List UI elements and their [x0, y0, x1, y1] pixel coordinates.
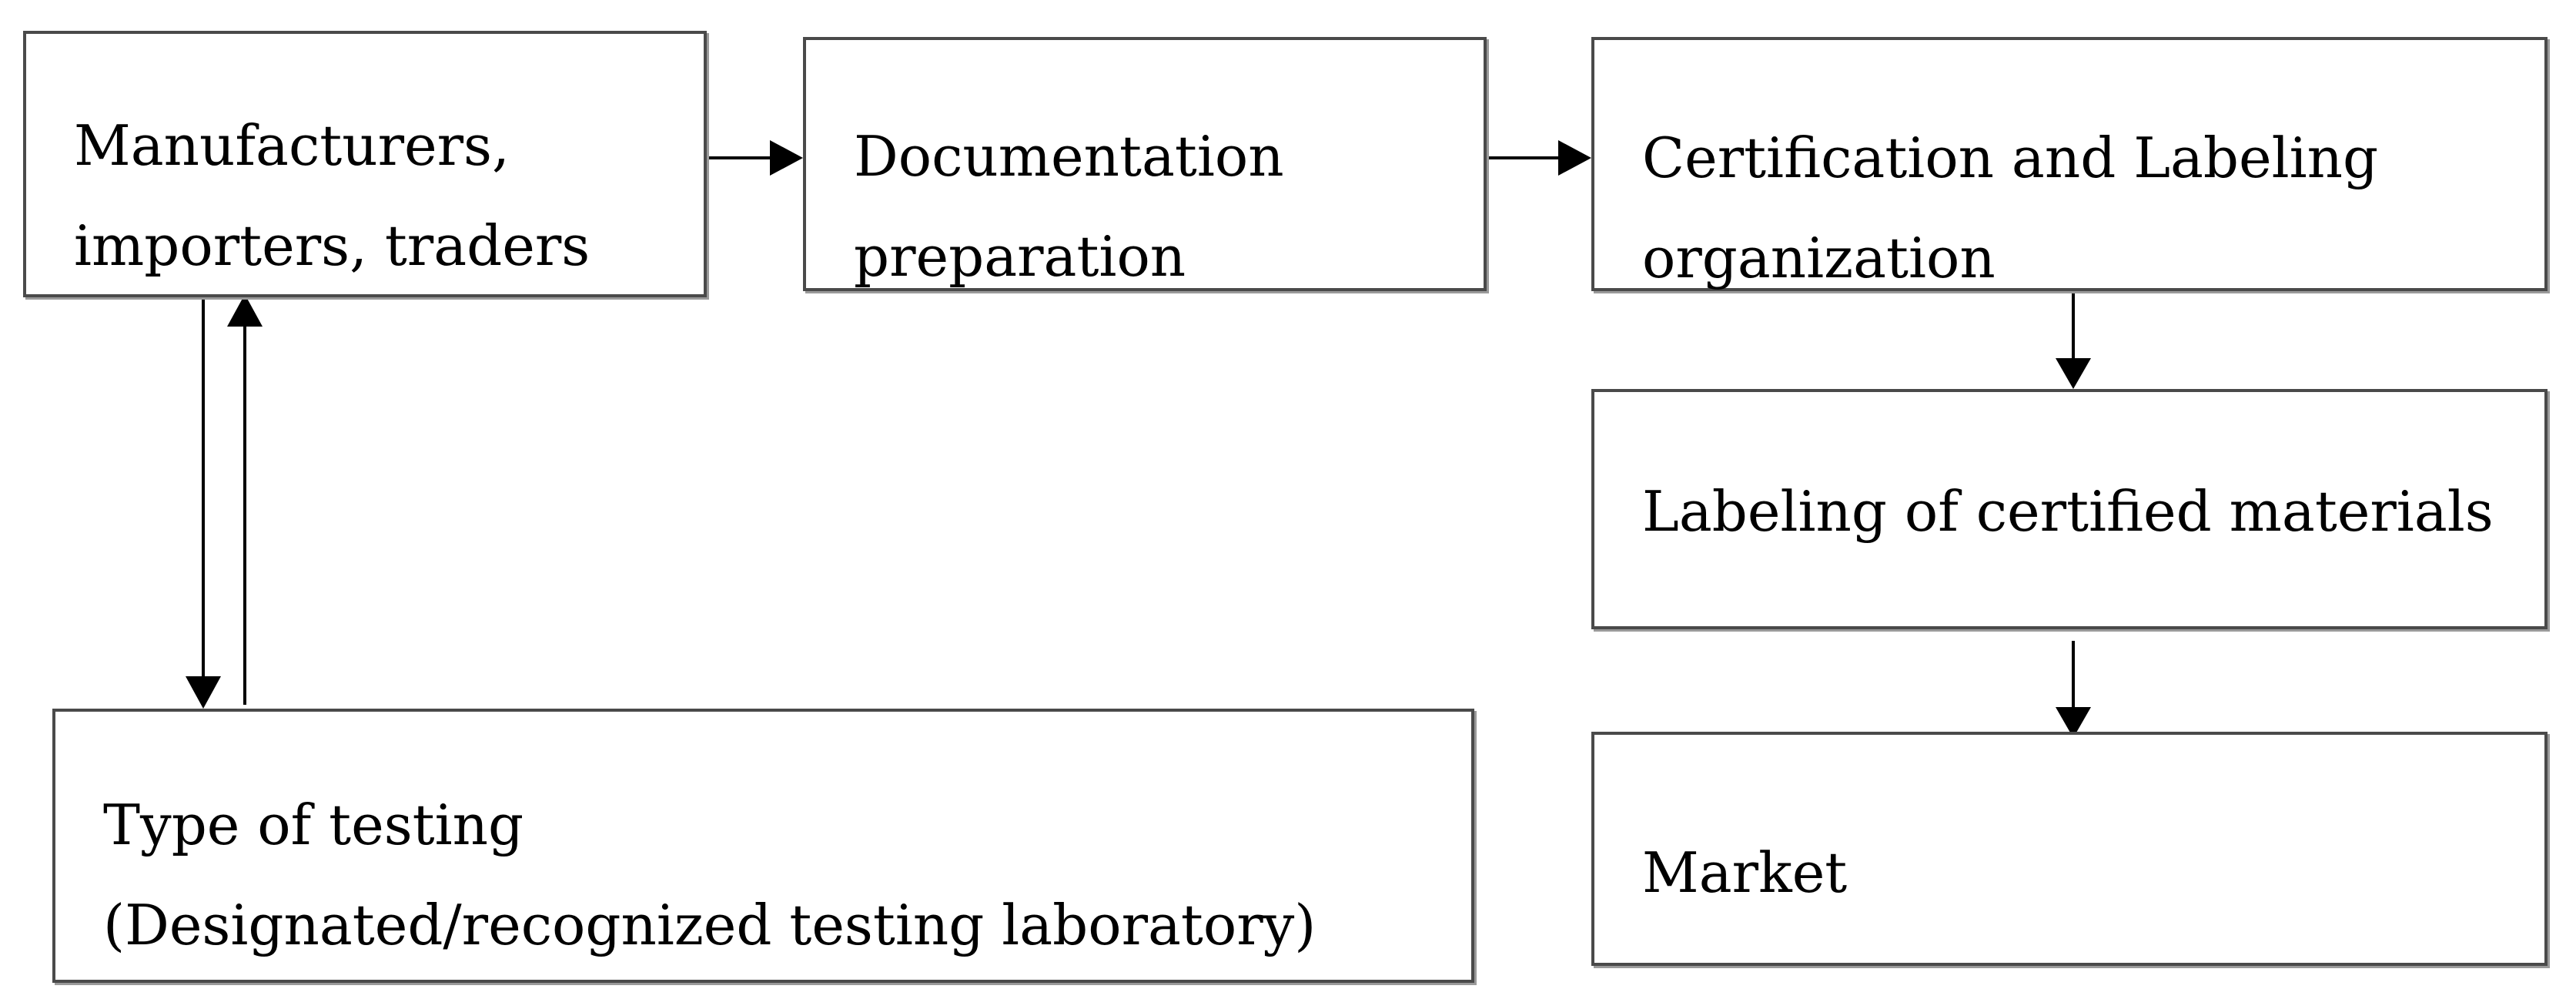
node-manufacturers-line-1: Manufacturers,	[74, 113, 510, 178]
node-documentation: Documentation preparation	[803, 37, 1487, 291]
node-documentation-line-2: preparation	[854, 224, 1186, 289]
arrow-certification-to-labeling	[2056, 291, 2091, 389]
node-testing-line-2: (Designated/recognized testing laborator…	[103, 893, 1316, 957]
arrow-labeling-to-market	[2056, 641, 2091, 738]
arrow-testing-to-manufacturers	[227, 294, 263, 705]
node-labeling: Labeling of certified materials	[1591, 389, 2548, 629]
node-manufacturers: Manufacturers, importers, traders	[23, 31, 707, 297]
node-market: Market	[1591, 732, 2548, 966]
node-testing-line-1: Type of testing	[103, 793, 524, 857]
node-market-line-1: Market	[1642, 840, 1848, 905]
arrow-documentation-to-certification	[1487, 140, 1591, 176]
node-documentation-line-1: Documentation	[854, 124, 1284, 189]
arrow-manufacturers-to-testing	[186, 297, 221, 709]
node-certification-line-2: organization	[1642, 226, 1996, 290]
node-certification-line-1: Certification and Labeling	[1642, 126, 2379, 190]
node-labeling-line-1: Labeling of certified materials	[1642, 479, 2494, 544]
node-certification: Certification and Labeling organization	[1591, 37, 2548, 291]
arrow-manufacturers-to-documentation	[707, 140, 803, 176]
node-testing: Type of testing (Designated/recognized t…	[52, 709, 1474, 983]
node-manufacturers-line-2: importers, traders	[74, 213, 590, 278]
